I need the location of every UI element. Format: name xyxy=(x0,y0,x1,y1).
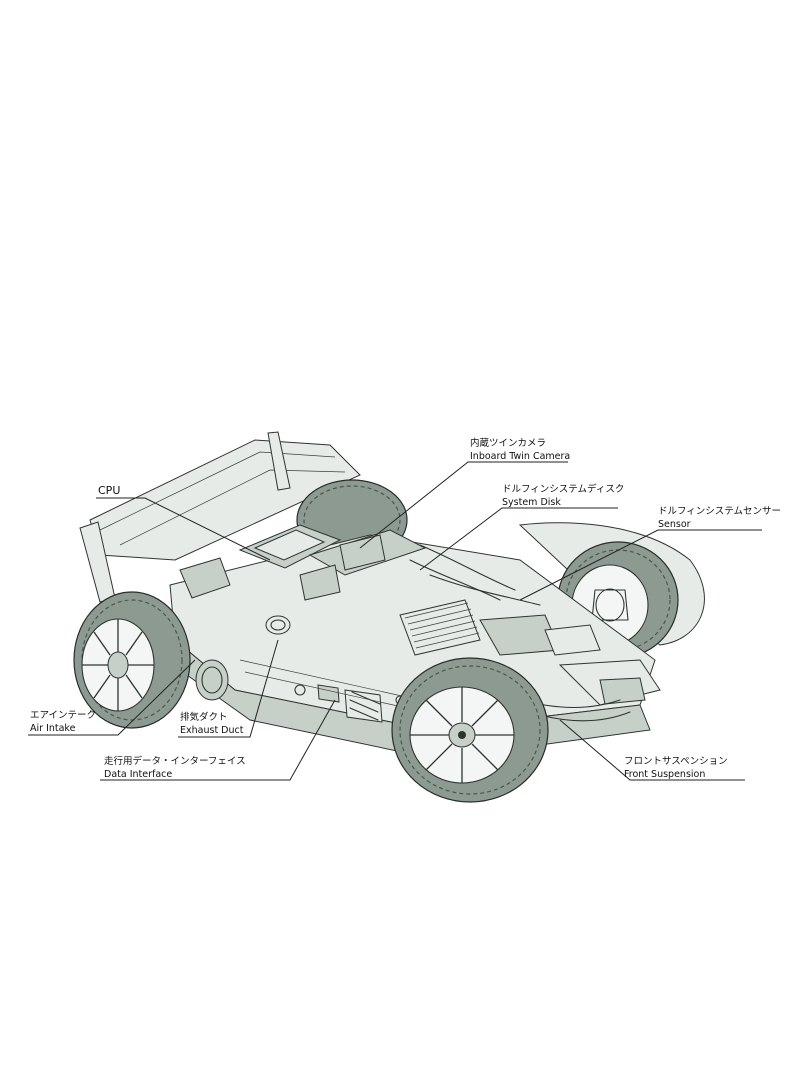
callout-air-intake: エアインテーク Air Intake xyxy=(30,710,96,734)
callout-front-suspension: フロントサスペンション Front Suspension xyxy=(624,756,728,780)
rear-wheel-near xyxy=(73,591,191,729)
sensor-label-en: Sensor xyxy=(658,519,691,530)
front-suspension-label-en: Front Suspension xyxy=(624,769,705,780)
data-interface-label-ja: 走行用データ・インターフェイス xyxy=(104,755,246,767)
cpu-label: CPU xyxy=(98,484,120,497)
leader-front-suspension xyxy=(559,719,745,781)
leader-inboard-camera xyxy=(359,461,568,549)
system-disk-label-ja: ドルフィンシステムディスク xyxy=(502,483,624,495)
front-wheel-near xyxy=(391,657,549,803)
leader-exhaust-duct xyxy=(178,639,279,738)
exhaust-duct-label-en: Exhaust Duct xyxy=(180,725,244,736)
leader-system-disk xyxy=(419,507,618,571)
air-intake-label-ja: エアインテーク xyxy=(30,710,96,721)
leader-lines xyxy=(28,461,762,781)
callout-exhaust-duct: 排気ダクト Exhaust Duct xyxy=(180,711,244,736)
air-intake-opening xyxy=(195,659,229,701)
inboard-camera-label-en: Inboard Twin Camera xyxy=(470,451,570,462)
inboard-camera-label-ja: 内蔵ツインカメラ xyxy=(470,437,546,449)
exhaust-duct-label-ja: 排気ダクト xyxy=(180,711,228,723)
leader-sensor xyxy=(519,529,762,601)
callout-sensor: ドルフィンシステムセンサー Sensor xyxy=(658,506,781,530)
engine-fins xyxy=(404,602,480,649)
callout-data-interface: 走行用データ・インターフェイス Data Interface xyxy=(104,755,246,780)
leader-air-intake xyxy=(28,659,196,736)
data-interface-label-en: Data Interface xyxy=(104,769,172,780)
callout-inboard-camera: 内蔵ツインカメラ Inboard Twin Camera xyxy=(470,437,570,462)
callout-system-disk: ドルフィンシステムディスク System Disk xyxy=(502,483,624,508)
callout-cpu: CPU xyxy=(98,484,120,497)
data-interface-vent xyxy=(317,684,383,723)
exhaust-duct-ring xyxy=(265,615,291,635)
front-suspension-label-ja: フロントサスペンション xyxy=(624,756,728,767)
rear-wing xyxy=(79,431,361,603)
leader-data-interface xyxy=(100,699,336,781)
system-disk-label-en: System Disk xyxy=(502,497,561,508)
sensor-label-ja: ドルフィンシステムセンサー xyxy=(658,506,781,517)
air-intake-label-en: Air Intake xyxy=(30,723,76,734)
leader-cpu xyxy=(96,497,271,561)
